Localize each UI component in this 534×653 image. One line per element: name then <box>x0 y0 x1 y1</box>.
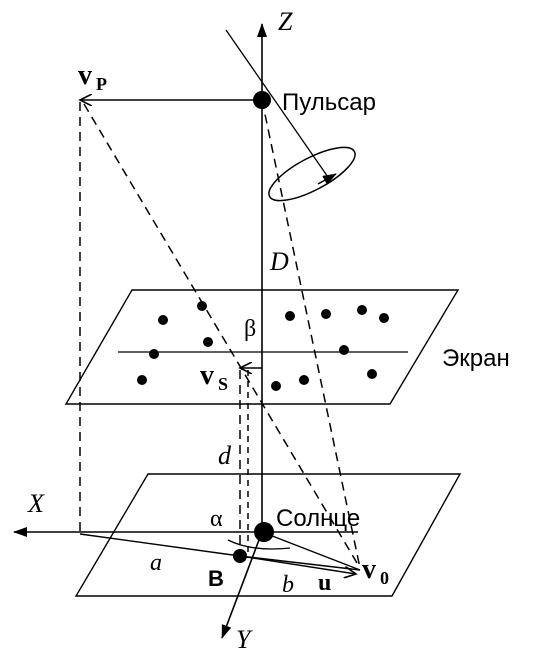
line-a <box>79 533 241 557</box>
dashed-pulsar-to-v0 <box>261 99 361 569</box>
v-s-label: v S <box>200 360 228 394</box>
B-label: B <box>208 566 224 591</box>
x-axis-label: X <box>27 489 45 518</box>
svg-text:S: S <box>218 374 228 394</box>
distance-D-label: D <box>269 247 289 276</box>
u-label: u <box>318 570 331 596</box>
ground-plane <box>74 473 462 597</box>
svg-text:v: v <box>78 60 92 91</box>
screen-label: Экран <box>442 345 510 372</box>
sun-point <box>254 522 274 542</box>
distance-d-label: d <box>218 441 232 470</box>
alpha-arc <box>227 539 291 550</box>
pulsar-rotation-axis <box>225 29 331 181</box>
sun-to-v0 <box>261 531 361 571</box>
beta-label: β <box>244 316 256 342</box>
rotation-ellipse <box>268 146 356 202</box>
v-p-label: v P <box>78 60 107 94</box>
svg-text:0: 0 <box>380 568 389 588</box>
sun-label: Солнце <box>276 505 360 532</box>
svg-text:P: P <box>96 74 107 94</box>
a-label: a <box>150 550 162 576</box>
pulsar-point <box>253 91 271 109</box>
svg-text:v: v <box>200 360 214 391</box>
line-b <box>239 555 361 571</box>
v-0-label: v 0 <box>362 554 389 588</box>
alpha-label: α <box>210 506 223 532</box>
y-axis-line <box>221 531 263 639</box>
rotation-arrow <box>317 173 337 185</box>
dashed-vp-to-v0 <box>83 103 361 569</box>
b-label: b <box>282 572 294 598</box>
screen-scatterers <box>137 301 389 391</box>
z-axis-label: Z <box>278 7 293 36</box>
u-arrow <box>239 555 356 574</box>
svg-text:v: v <box>362 554 376 585</box>
screen-plane <box>64 289 460 405</box>
b-point <box>233 549 247 563</box>
y-axis-label: Y <box>236 625 253 653</box>
pulsar-label: Пульсар <box>282 89 376 116</box>
